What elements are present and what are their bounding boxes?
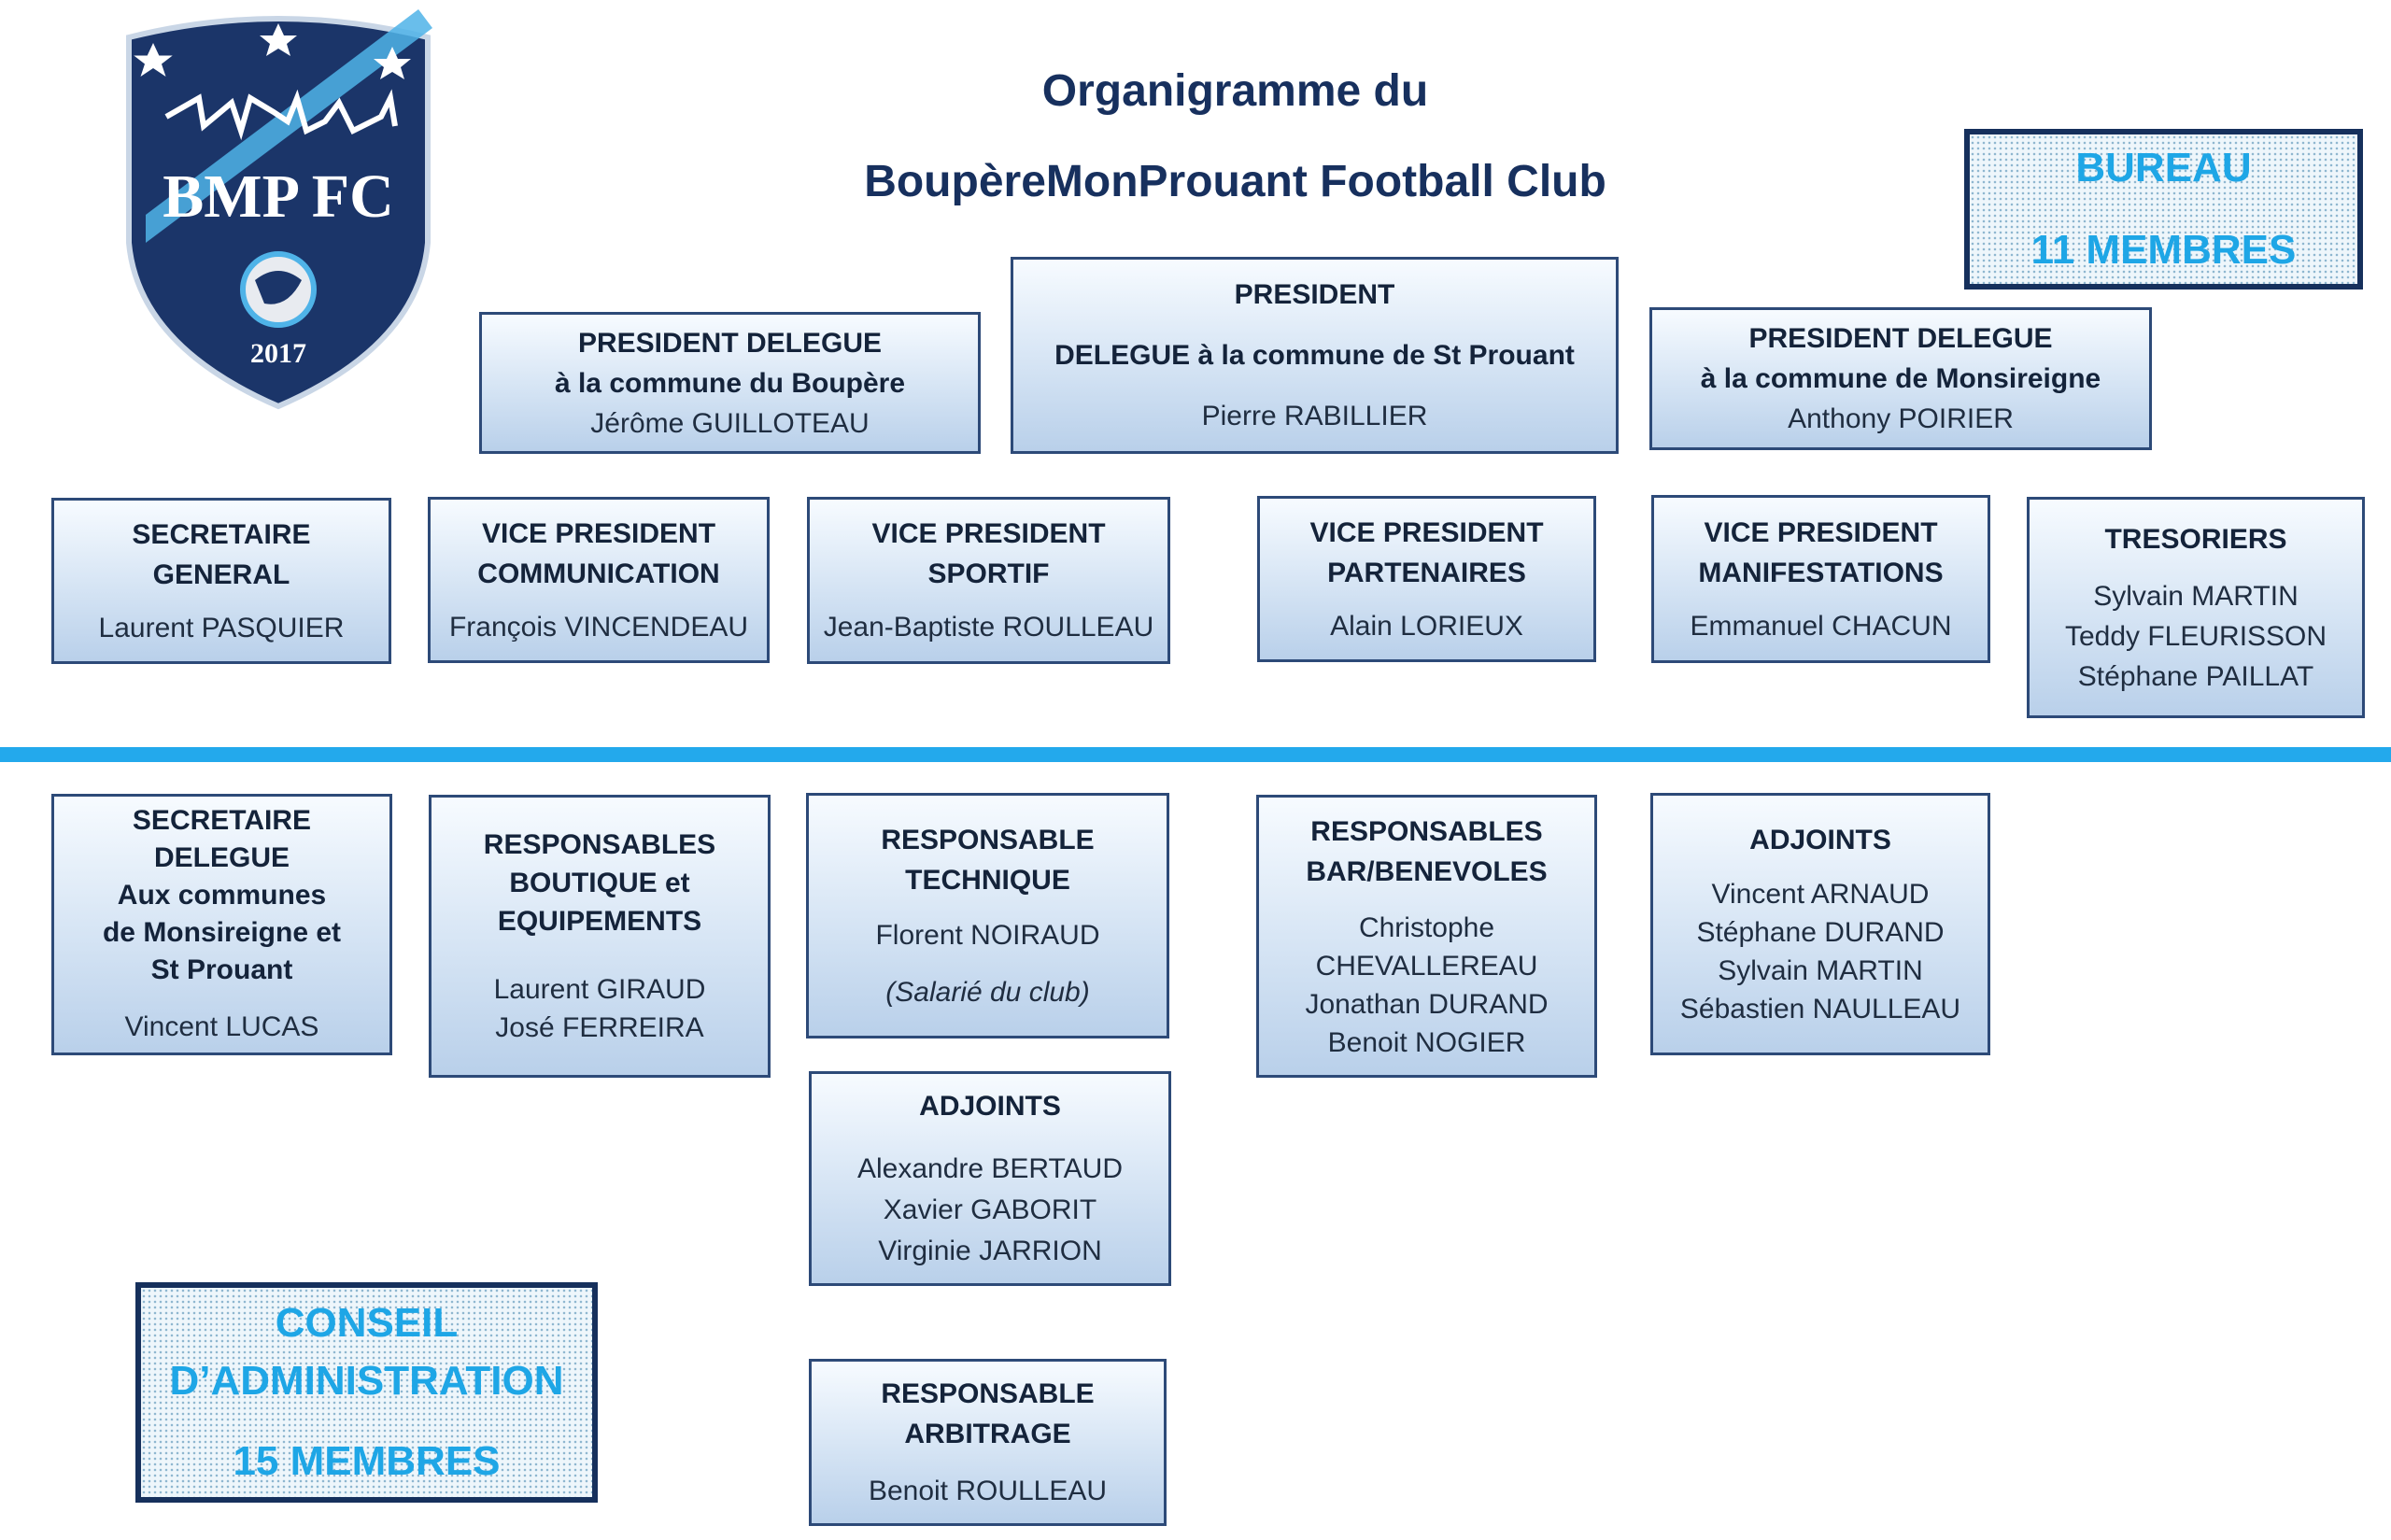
secretaire-delegue-title: SECRETAIRE DELEGUE (132, 805, 312, 873)
chart-title-line2: BoupèreMonProuant Football Club (864, 157, 1606, 206)
bar-name-3: Jonathan DURAND (1305, 988, 1549, 1020)
bureau-label: BUREAU (2075, 145, 2252, 191)
vp-sportif-title-1: VICE PRESIDENT (871, 518, 1106, 549)
tresorier-name-2: Teddy FLEURISSON (2064, 620, 2327, 652)
pd-boupere-subtitle: à la commune du Boupère (554, 367, 906, 399)
pd-boupere-box: PRESIDENT DELEGUE à la commune du Boupèr… (479, 312, 981, 454)
pd-monsireigne-title: PRESIDENT DELEGUE (1748, 323, 2053, 354)
arbitrage-name: Benoit ROULLEAU (868, 1476, 1108, 1506)
bureau-badge: BUREAU 11 MEMBRES (1964, 129, 2363, 290)
pd-monsireigne-name: Anthony POIRIER (1788, 403, 2014, 434)
tresoriers-box: TRESORIERS Sylvain MARTIN Teddy FLEURISS… (2027, 497, 2365, 718)
logo-year: 2017 (250, 338, 306, 369)
secretaire-general-title-1: SECRETAIRE (132, 518, 311, 550)
adjoints-tech-name-2: Xavier GABORIT (883, 1194, 1097, 1225)
vp-sportif-box: VICE PRESIDENT SPORTIF Jean-Baptiste ROU… (807, 497, 1170, 664)
adjoints-tech-name-1: Alexandre BERTAUD (856, 1152, 1123, 1184)
conseil-badge: CONSEIL D’ADMINISTRATION 15 MEMBRES (135, 1282, 598, 1503)
boutique-box: RESPONSABLES BOUTIQUE et EQUIPEMENTS Lau… (429, 795, 771, 1078)
adjoints-tech-title: ADJOINTS (919, 1090, 1061, 1122)
adjoints-right-name-3: Sylvain MARTIN (1718, 955, 1923, 986)
bar-benevoles-box: RESPONSABLES BAR/BENEVOLES Christophe CH… (1256, 795, 1597, 1078)
vp-partenaires-title-2: PARTENAIRES (1327, 557, 1526, 588)
boutique-title-3: EQUIPEMENTS (497, 906, 702, 937)
vp-manifestations-name: Emmanuel CHACUN (1690, 610, 1952, 642)
president-name: Pierre RABILLIER (1201, 401, 1428, 431)
arbitrage-title-2: ARBITRAGE (904, 1419, 1071, 1449)
technique-title-1: RESPONSABLE (881, 824, 1095, 855)
vp-manifestations-title-2: MANIFESTATIONS (1698, 557, 1944, 588)
bar-title-2: BAR/BENEVOLES (1306, 855, 1548, 887)
secretaire-delegue-line-2: Aux communes (117, 880, 327, 911)
pd-monsireigne-box: PRESIDENT DELEGUE à la commune de Monsir… (1649, 307, 2152, 450)
tresoriers-title: TRESORIERS (2104, 523, 2287, 555)
secretaire-delegue-box: SECRETAIRE DELEGUE Aux communes de Monsi… (51, 794, 392, 1055)
vp-communication-title-1: VICE PRESIDENT (481, 517, 716, 549)
bar-name-4: Benoit NOGIER (1327, 1026, 1526, 1058)
vp-manifestations-title-1: VICE PRESIDENT (1704, 516, 1938, 548)
tresorier-name-3: Stéphane PAILLAT (2077, 660, 2314, 692)
bureau-count: 11 MEMBRES (2030, 227, 2297, 273)
tresorier-name-1: Sylvain MARTIN (2093, 580, 2299, 612)
bar-title-1: RESPONSABLES (1310, 815, 1543, 847)
arbitrage-title-1: RESPONSABLE (881, 1378, 1095, 1409)
technique-name: Florent NOIRAUD (875, 919, 1100, 951)
conseil-label-2: D’ADMINISTRATION (169, 1358, 564, 1404)
boutique-name-1: Laurent GIRAUD (493, 974, 706, 1005)
pd-boupere-name: Jérôme GUILLOTEAU (590, 407, 870, 439)
president-subtitle: DELEGUE à la commune de St Prouant (1054, 340, 1575, 371)
vp-sportif-name: Jean-Baptiste ROULLEAU (823, 612, 1154, 643)
secretaire-delegue-line-3: de Monsireigne et (102, 917, 342, 948)
pd-boupere-title: PRESIDENT DELEGUE (577, 327, 883, 359)
president-box: PRESIDENT DELEGUE à la commune de St Pro… (1011, 257, 1619, 454)
adjoints-right-name-1: Vincent ARNAUD (1711, 879, 1930, 910)
secretaire-general-name: Laurent PASQUIER (98, 612, 345, 643)
vp-sportif-title-2: SPORTIF (927, 558, 1050, 589)
adjoints-right-title: ADJOINTS (1749, 825, 1891, 855)
adjoints-tech-box: ADJOINTS Alexandre BERTAUD Xavier GABORI… (809, 1071, 1171, 1286)
secretaire-delegue-name: Vincent LUCAS (124, 1011, 319, 1042)
secretaire-general-box: SECRETAIRE GENERAL Laurent PASQUIER (51, 498, 391, 664)
president-title: PRESIDENT (1234, 279, 1395, 310)
bar-name-1: Christophe (1358, 911, 1495, 943)
vp-partenaires-title-1: VICE PRESIDENT (1309, 516, 1544, 548)
adjoints-tech-name-3: Virginie JARRION (878, 1235, 1102, 1266)
boutique-title-1: RESPONSABLES (483, 829, 716, 860)
chart-title-line1: Organigramme du (1041, 66, 1429, 116)
adjoints-right-name-2: Stéphane DURAND (1696, 917, 1945, 948)
logo-text: BMP FC (163, 162, 393, 231)
vp-communication-name: François VINCENDEAU (448, 611, 749, 643)
arbitrage-box: RESPONSABLE ARBITRAGE Benoit ROULLEAU (809, 1359, 1167, 1526)
bar-name-2: CHEVALLEREAU (1315, 950, 1538, 982)
pd-monsireigne-subtitle: à la commune de Monsireigne (1700, 363, 2101, 394)
vp-communication-title-2: COMMUNICATION (477, 558, 720, 589)
technique-note: (Salarié du club) (885, 976, 1090, 1008)
adjoints-right-name-4: Sébastien NAULLEAU (1679, 994, 1961, 1024)
technique-box: RESPONSABLE TECHNIQUE Florent NOIRAUD (S… (806, 793, 1169, 1038)
boutique-title-2: BOUTIQUE et (509, 868, 690, 898)
vp-partenaires-box: VICE PRESIDENT PARTENAIRES Alain LORIEUX (1257, 496, 1596, 662)
vp-partenaires-name: Alain LORIEUX (1330, 610, 1523, 642)
vp-manifestations-box: VICE PRESIDENT MANIFESTATIONS Emmanuel C… (1651, 495, 1990, 663)
vp-communication-box: VICE PRESIDENT COMMUNICATION François VI… (428, 497, 770, 663)
adjoints-right-box: ADJOINTS Vincent ARNAUD Stéphane DURAND … (1650, 793, 1990, 1055)
section-divider (0, 747, 2391, 762)
conseil-count: 15 MEMBRES (233, 1438, 501, 1484)
boutique-name-2: José FERREIRA (495, 1012, 704, 1043)
technique-title-2: TECHNIQUE (905, 864, 1070, 896)
club-crest-logo: BMP FC 2017 (126, 9, 432, 410)
secretaire-delegue-line-4: St Prouant (150, 954, 293, 985)
conseil-label-1: CONSEIL (275, 1300, 459, 1346)
secretaire-general-title-2: GENERAL (152, 558, 290, 590)
